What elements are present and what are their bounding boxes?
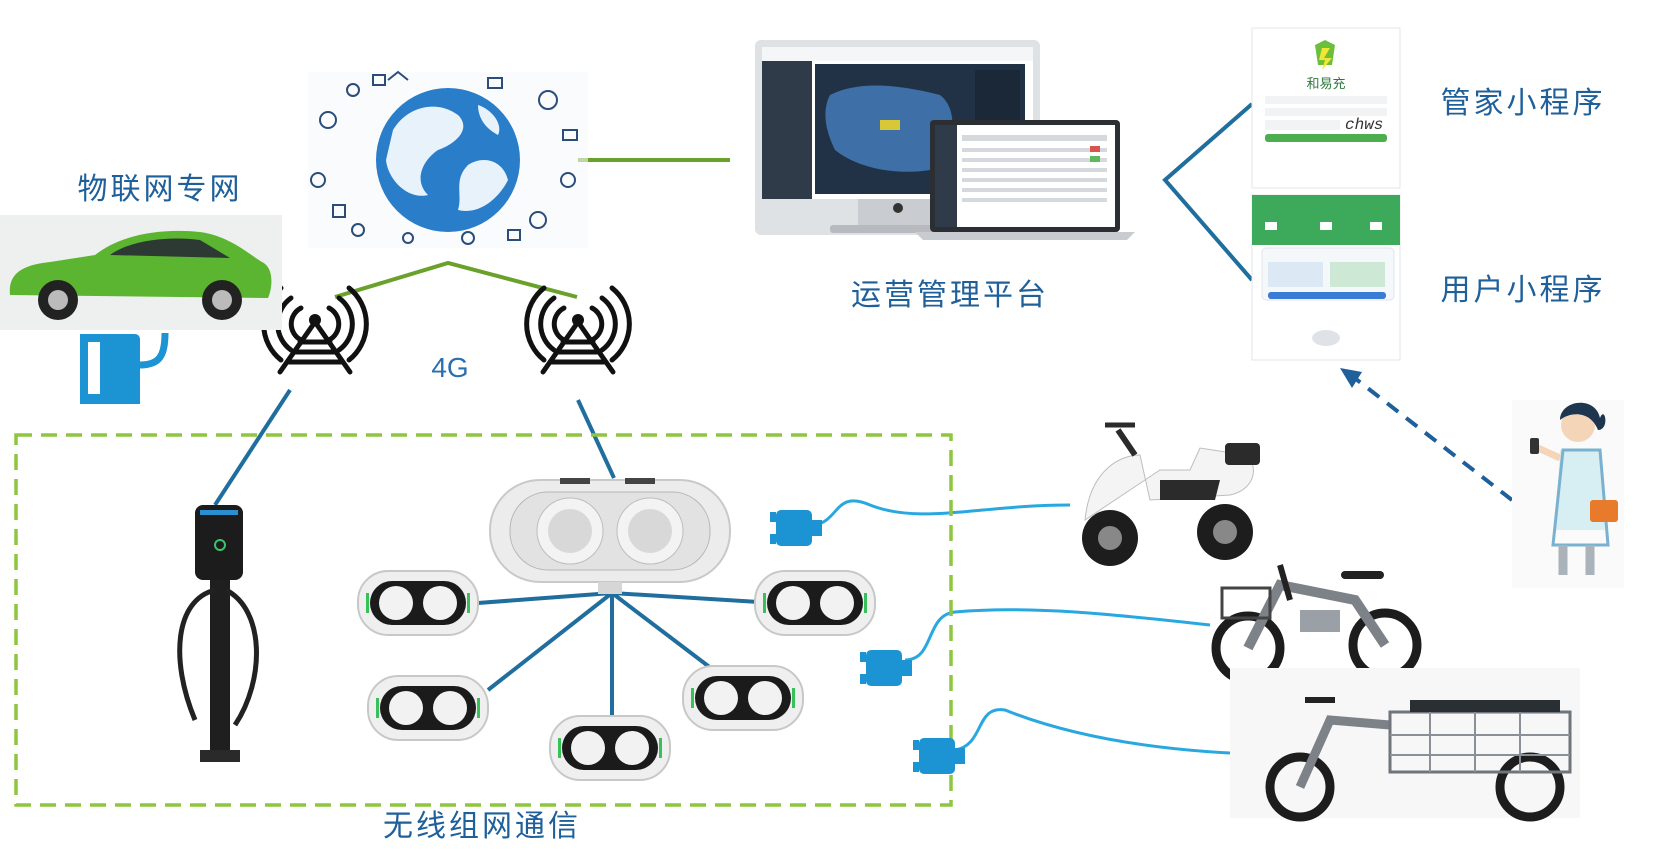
iot-network-label: 物联网专网 bbox=[78, 172, 243, 207]
4g-label: 4G bbox=[431, 352, 468, 383]
login-brand: 和易充 bbox=[1306, 76, 1345, 92]
e-bike-icon bbox=[1211, 564, 1422, 685]
laptop-icon bbox=[915, 120, 1135, 240]
phone-screen-icon bbox=[1251, 194, 1401, 361]
plug-icon bbox=[770, 510, 822, 546]
cell-tower-icon bbox=[524, 285, 632, 375]
socket-hub-icon bbox=[489, 478, 731, 594]
link-tower-hub bbox=[576, 399, 616, 479]
mesh-links bbox=[477, 591, 776, 720]
ev-charger-icon bbox=[177, 505, 259, 762]
car-icon bbox=[0, 215, 282, 330]
ops-platform-label: 运营管理平台 bbox=[851, 278, 1049, 313]
globe-icon bbox=[308, 70, 588, 248]
person-with-phone-icon bbox=[1512, 400, 1624, 588]
charging-cables bbox=[814, 499, 1306, 757]
link-towers-globe bbox=[334, 260, 578, 299]
socket-node-icon bbox=[357, 570, 479, 636]
connection-lines bbox=[213, 102, 1514, 757]
socket-node-icon bbox=[367, 675, 489, 741]
plug-icon bbox=[913, 738, 965, 774]
plug-icon bbox=[860, 650, 912, 686]
socket-node-icon bbox=[549, 715, 671, 781]
tricycle-icon bbox=[1230, 668, 1580, 822]
link-tower-charger bbox=[213, 388, 292, 507]
manager-app-label: 管家小程序 bbox=[1441, 86, 1606, 121]
captcha-text: chws bbox=[1345, 116, 1383, 134]
socket-node-icon bbox=[754, 570, 876, 636]
connector-icon bbox=[80, 332, 169, 404]
link-platform-phones bbox=[1162, 102, 1254, 282]
user-access-arrow bbox=[1340, 368, 1514, 502]
wireless-network-box bbox=[14, 433, 953, 807]
user-app-label: 用户小程序 bbox=[1441, 273, 1606, 308]
socket-node-icon bbox=[682, 665, 804, 731]
phone-screen-icon: 和易充 chws bbox=[1251, 27, 1401, 189]
wireless-network-label: 无线组网通信 bbox=[383, 809, 581, 844]
scooter-icon bbox=[1082, 422, 1260, 566]
